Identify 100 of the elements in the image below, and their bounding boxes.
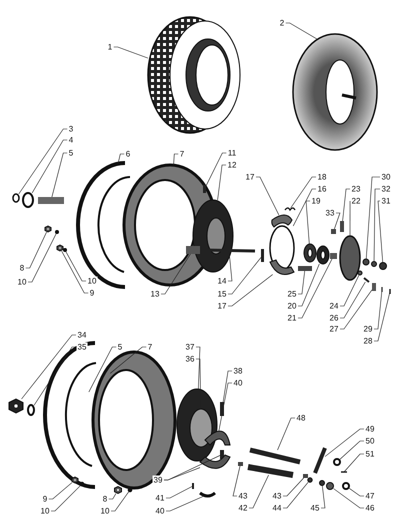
leader-line xyxy=(196,346,200,390)
leader-line xyxy=(374,188,380,262)
callout-number: 5 xyxy=(68,148,74,158)
ring xyxy=(27,404,35,416)
nut xyxy=(114,486,122,494)
leader-line xyxy=(88,346,117,392)
callout-number: 17 xyxy=(216,302,228,310)
leader-line xyxy=(228,257,262,294)
leader-line xyxy=(32,140,68,194)
inner-tube xyxy=(292,33,378,151)
callout-number: 14 xyxy=(216,276,228,286)
callout-number: 22 xyxy=(350,196,362,206)
nut xyxy=(44,225,52,233)
stud xyxy=(340,221,344,232)
callout-number: 7 xyxy=(178,150,186,158)
leader-line xyxy=(218,382,232,432)
leader-line xyxy=(113,46,148,58)
washer xyxy=(55,230,59,234)
cam-shaft xyxy=(247,464,294,478)
leader-line xyxy=(340,274,360,306)
washer xyxy=(333,458,341,466)
leader-line xyxy=(324,428,364,457)
callout-number: 40 xyxy=(232,378,244,388)
callout-number: 1 xyxy=(106,42,114,52)
callout-number: 29 xyxy=(362,324,374,334)
backing-plate xyxy=(339,235,361,281)
callout-number: 32 xyxy=(380,184,392,194)
leader-line xyxy=(164,467,200,480)
callout-number: 17 xyxy=(244,172,256,182)
callout-number: 37 xyxy=(184,342,196,352)
seal-ring xyxy=(22,192,34,208)
callout-number: 8 xyxy=(102,494,108,504)
callout-number: 11 xyxy=(226,148,238,158)
callout-number: 51 xyxy=(364,450,376,458)
leader-line xyxy=(277,418,296,450)
nut xyxy=(8,398,24,414)
leader-line xyxy=(28,233,57,282)
callout-number: 36 xyxy=(184,354,196,364)
leader-line xyxy=(290,176,316,208)
tire xyxy=(147,16,240,134)
leader-line xyxy=(348,488,364,496)
leader-line xyxy=(118,154,125,164)
leader-line xyxy=(18,128,68,194)
bolt xyxy=(313,447,327,474)
leader-line xyxy=(25,232,47,268)
leader-line xyxy=(52,152,68,198)
callout-number: 48 xyxy=(296,414,306,422)
leader-line xyxy=(298,270,305,294)
bush xyxy=(238,462,243,466)
leader-line xyxy=(342,188,350,222)
callout-number: 7 xyxy=(146,342,154,352)
brake-lever xyxy=(249,448,301,464)
callout-number: 13 xyxy=(150,290,160,298)
brake-shoe xyxy=(199,492,216,498)
leader-line xyxy=(366,176,380,260)
leader-line xyxy=(282,478,304,496)
leader-line xyxy=(334,212,340,230)
leader-line xyxy=(21,334,76,400)
rim-half xyxy=(76,161,130,289)
leader-line xyxy=(196,358,202,410)
washer xyxy=(307,477,313,483)
brake-shoe xyxy=(270,260,294,275)
washer xyxy=(371,261,377,267)
callout-number: 8 xyxy=(18,264,26,272)
nut xyxy=(56,244,64,252)
spacer xyxy=(330,253,337,259)
callout-number: 5 xyxy=(116,342,124,352)
leader-line xyxy=(292,188,316,226)
leader-line xyxy=(110,492,130,512)
bearing xyxy=(316,246,330,264)
callout-number: 33 xyxy=(324,208,336,218)
callout-number: 12 xyxy=(226,160,238,170)
leader-line xyxy=(378,200,384,263)
washer xyxy=(319,480,325,486)
leader-line xyxy=(110,346,147,374)
brake-shoe xyxy=(204,430,230,446)
callout-number: 9 xyxy=(42,494,48,504)
brake-shoe xyxy=(200,454,230,469)
callout-number: 41 xyxy=(154,494,166,502)
rim-half xyxy=(43,341,96,489)
callout-number: 44 xyxy=(272,504,282,512)
bearing xyxy=(304,244,316,262)
callout-number: 6 xyxy=(124,150,132,158)
leader-line xyxy=(206,152,227,186)
callout-number: 18 xyxy=(316,172,328,182)
brake-shoe xyxy=(271,214,292,228)
callout-number: 2 xyxy=(278,18,286,28)
leader-line xyxy=(50,486,80,512)
rim-half xyxy=(92,350,176,490)
callout-number: 21 xyxy=(286,314,298,322)
leader-line xyxy=(374,291,390,342)
leader-line xyxy=(256,176,280,216)
callout-number: 46 xyxy=(364,504,376,512)
leader-line xyxy=(374,289,382,330)
callout-number: 30 xyxy=(380,172,392,182)
callout-number: 25 xyxy=(286,290,298,298)
washer xyxy=(63,248,67,252)
leader-line xyxy=(34,346,76,406)
nut xyxy=(326,482,334,490)
ring-nut xyxy=(342,482,350,490)
